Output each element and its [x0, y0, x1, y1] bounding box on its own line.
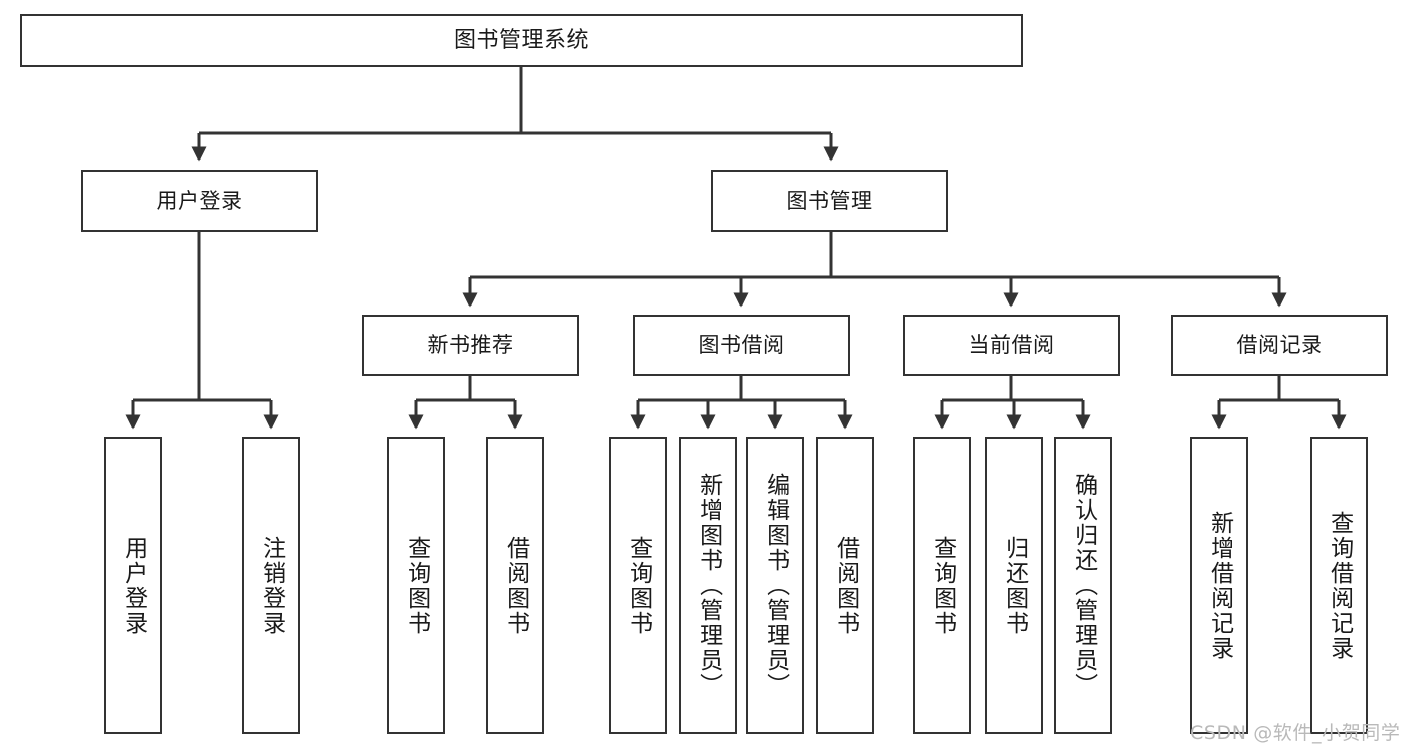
node-leaf-logout-login-label: 注销登录: [258, 535, 285, 636]
node-root[interactable]: 图书管理系统: [20, 14, 1023, 67]
node-leaf-logout-login[interactable]: 注销登录: [242, 437, 300, 734]
node-leaf-borrow-book-2[interactable]: 借阅图书: [816, 437, 874, 734]
node-leaf-query-book-2[interactable]: 查询图书: [609, 437, 667, 734]
node-borrow-record-label: 借阅记录: [1236, 333, 1323, 358]
node-leaf-query-book-3-label: 查询图书: [929, 535, 956, 636]
node-leaf-confirm-return-admin-label: 确认归还（管理员）: [1070, 473, 1097, 698]
node-root-label: 图书管理系统: [453, 27, 589, 53]
node-leaf-add-book-admin-label: 新增图书（管理员）: [695, 473, 722, 698]
node-leaf-return-book[interactable]: 归还图书: [985, 437, 1043, 734]
node-new-book-recommend-label: 新书推荐: [427, 333, 514, 358]
node-leaf-edit-book-admin-label: 编辑图书（管理员）: [762, 473, 789, 698]
node-leaf-return-book-label: 归还图书: [1001, 535, 1028, 636]
node-leaf-borrow-book-1[interactable]: 借阅图书: [486, 437, 544, 734]
node-leaf-query-book-1-label: 查询图书: [403, 535, 430, 636]
node-current-borrow-label: 当前借阅: [968, 333, 1055, 358]
node-leaf-add-borrow-record-label: 新增借阅记录: [1206, 510, 1233, 661]
node-leaf-query-book-1[interactable]: 查询图书: [387, 437, 445, 734]
node-borrow-record[interactable]: 借阅记录: [1171, 315, 1388, 376]
node-current-borrow[interactable]: 当前借阅: [903, 315, 1120, 376]
node-leaf-add-borrow-record[interactable]: 新增借阅记录: [1190, 437, 1248, 734]
node-leaf-query-borrow-record-label: 查询借阅记录: [1326, 510, 1353, 661]
node-leaf-confirm-return-admin[interactable]: 确认归还（管理员）: [1054, 437, 1112, 734]
node-user-login-label: 用户登录: [156, 188, 243, 213]
node-leaf-borrow-book-2-label: 借阅图书: [832, 535, 859, 636]
node-new-book-recommend[interactable]: 新书推荐: [362, 315, 579, 376]
node-leaf-user-login[interactable]: 用户登录: [104, 437, 162, 734]
node-book-manage[interactable]: 图书管理: [711, 170, 948, 232]
node-leaf-add-book-admin[interactable]: 新增图书（管理员）: [679, 437, 737, 734]
node-leaf-user-login-label: 用户登录: [120, 535, 147, 636]
node-leaf-query-book-2-label: 查询图书: [625, 535, 652, 636]
node-leaf-borrow-book-1-label: 借阅图书: [502, 535, 529, 636]
node-book-manage-label: 图书管理: [786, 188, 873, 213]
node-leaf-query-borrow-record[interactable]: 查询借阅记录: [1310, 437, 1368, 734]
node-book-borrow-label: 图书借阅: [698, 333, 785, 358]
watermark: CSDN @软件_小贺同学: [1190, 722, 1401, 744]
node-leaf-query-book-3[interactable]: 查询图书: [913, 437, 971, 734]
node-book-borrow[interactable]: 图书借阅: [633, 315, 850, 376]
node-user-login[interactable]: 用户登录: [81, 170, 318, 232]
node-leaf-edit-book-admin[interactable]: 编辑图书（管理员）: [746, 437, 804, 734]
